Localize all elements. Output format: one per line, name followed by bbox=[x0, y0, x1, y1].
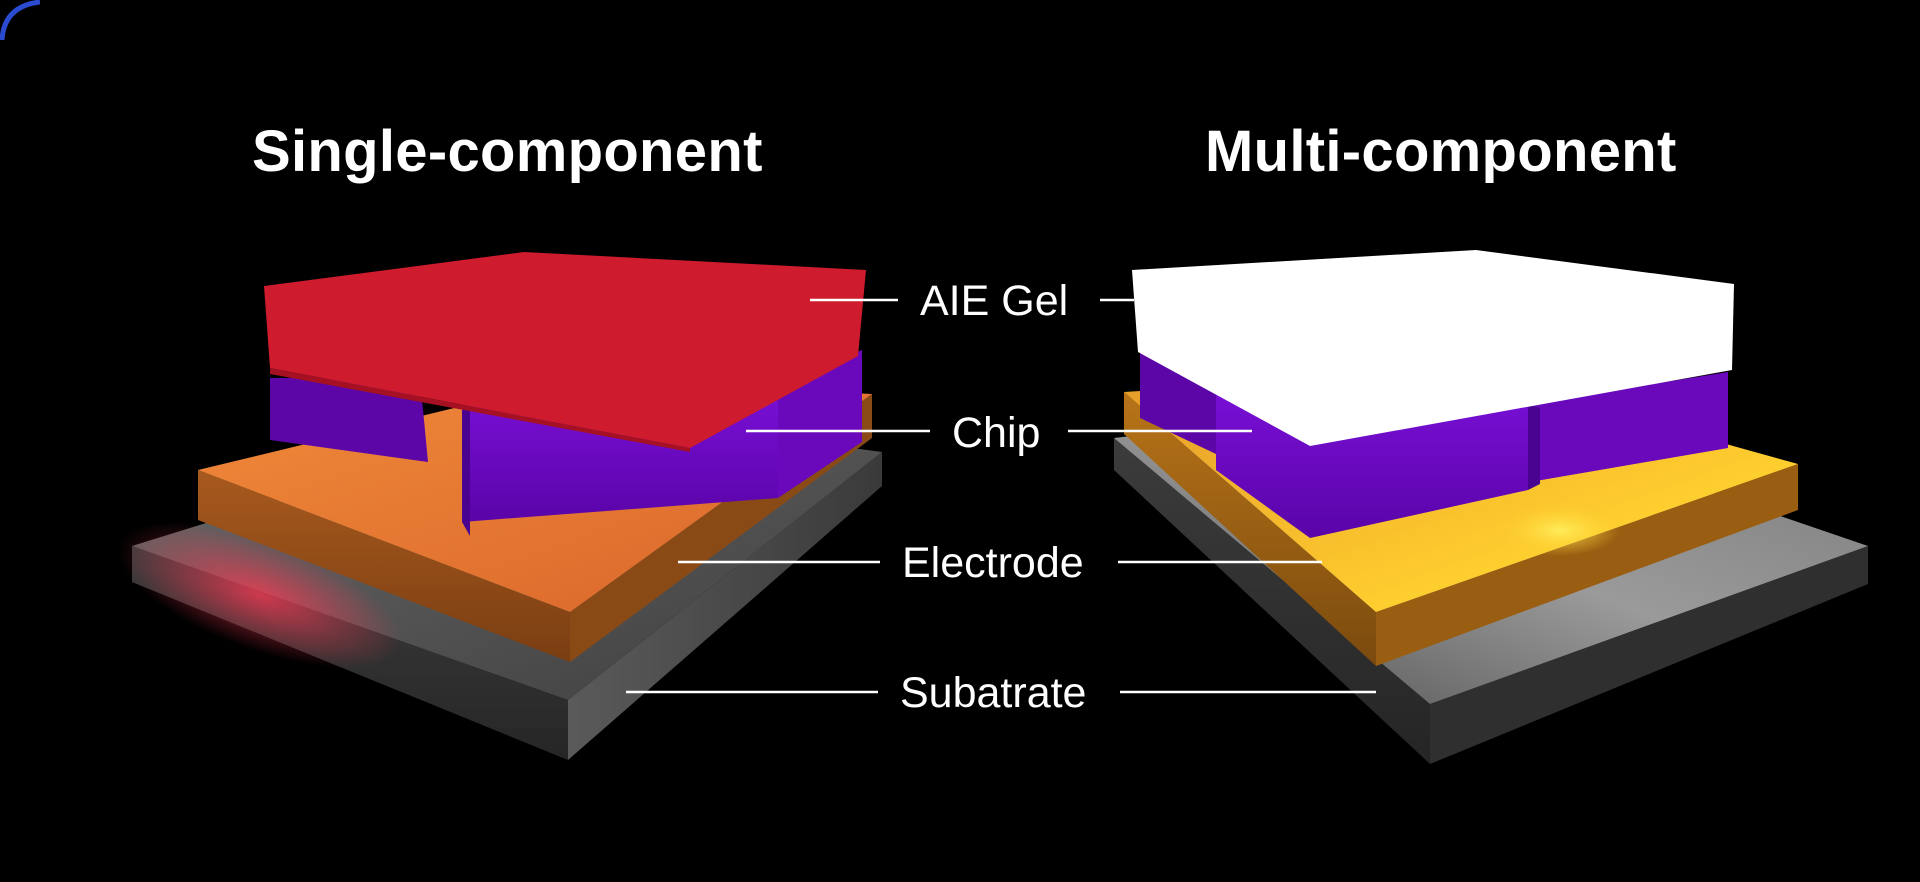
corner-arc-decoration bbox=[0, 0, 40, 40]
electrode-label: Electrode bbox=[902, 539, 1084, 587]
chip-label: Chip bbox=[952, 409, 1041, 457]
leader-lines bbox=[626, 298, 1376, 694]
single-component-title: Single-component bbox=[252, 119, 763, 184]
multi-component-device bbox=[1114, 250, 1868, 764]
aie-gel-label: AIE Gel bbox=[920, 277, 1069, 325]
left-aie-gel-layer bbox=[264, 252, 866, 452]
substrate-label: Subatrate bbox=[900, 669, 1087, 717]
single-component-device bbox=[117, 252, 882, 760]
right-aie-gel-layer bbox=[1132, 250, 1734, 446]
multi-component-title: Multi-component bbox=[1205, 119, 1677, 184]
